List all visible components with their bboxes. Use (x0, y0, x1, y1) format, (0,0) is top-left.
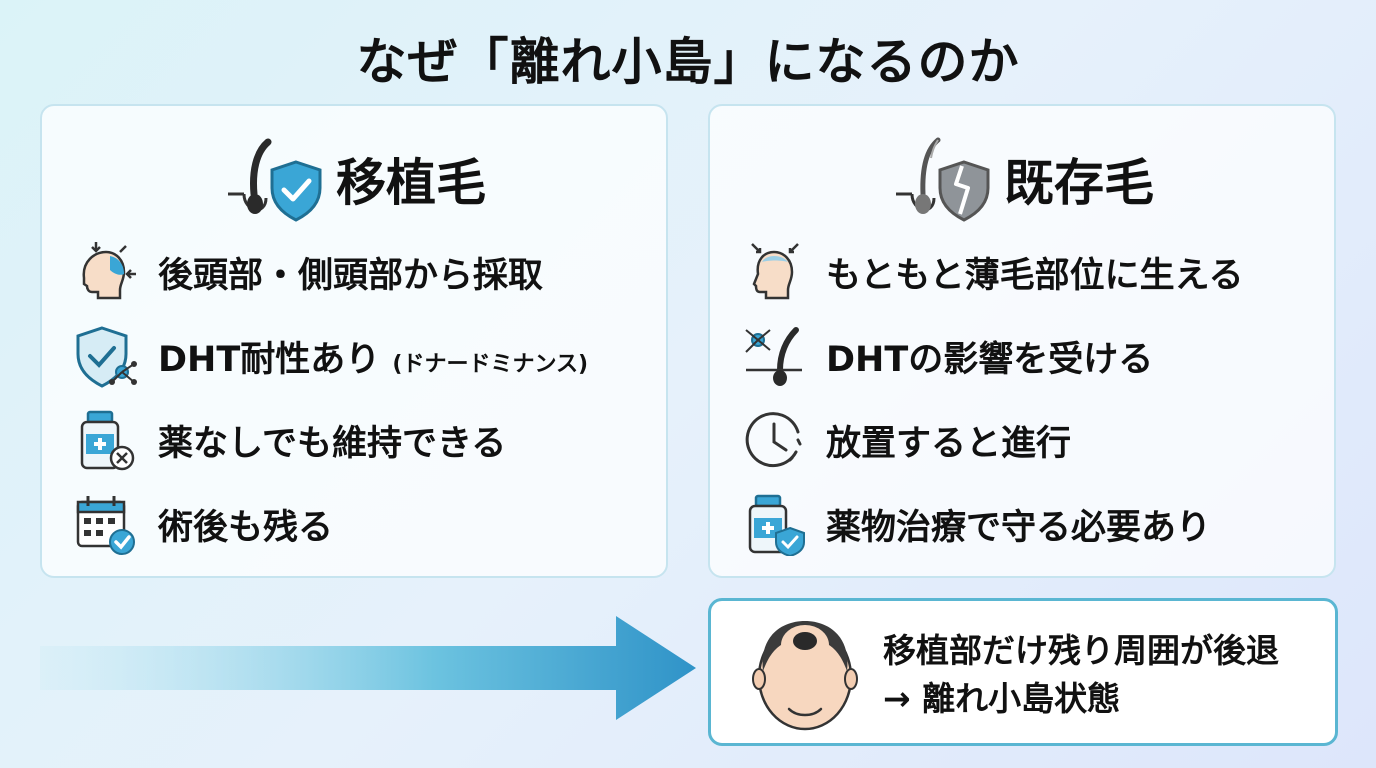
bald-head-island-icon (752, 621, 858, 731)
item-text: もともと薄毛部位に生える (826, 255, 1244, 296)
list-item: 後頭部・側頭部から採取 (74, 230, 656, 314)
transplanted-hair-title: 移植毛 (336, 154, 486, 212)
medicine-bottle-x-icon (80, 410, 135, 471)
transplanted-hair-panel: 移植毛 後頭部・側頭部から採取 (40, 104, 668, 578)
existing-hair-title: 既存毛 (1004, 154, 1154, 212)
right-arrow (40, 616, 696, 720)
item-text: 薬なしでも維持できる (158, 423, 507, 464)
list-item: DHT耐性あり (ドナードミナンス) (74, 314, 656, 398)
existing-hair-panel: 既存毛 もともと薄毛部位に生える DHTの影響を受ける (708, 104, 1336, 578)
list-item: DHTの影響を受ける (742, 314, 1324, 398)
item-text: 術後も残る (158, 507, 334, 548)
list-item: 薬物治療で守る必要あり (742, 482, 1324, 566)
item-text: 薬物治療で守る必要あり (826, 507, 1212, 548)
page-title: なぜ「離れ小島」になるのか (356, 33, 1020, 91)
result-text: 移植部だけ残り周囲が後退 → 離れ小島状態 (883, 627, 1279, 723)
list-item: もともと薄毛部位に生える (742, 230, 1324, 314)
molecule-hair-icon (745, 327, 802, 386)
item-main-text: DHT耐性あり (158, 339, 381, 380)
transplanted-hair-header: 移植毛 (42, 136, 666, 222)
medicine-bottle-shield-icon (748, 494, 805, 556)
list-item: 放置すると進行 (742, 398, 1324, 482)
item-text: DHTの影響を受ける (826, 339, 1154, 380)
item-text: DHT耐性あり (ドナードミナンス) (158, 331, 588, 382)
clock-icon (745, 412, 802, 468)
hair-follicle-shield-check-icon (228, 138, 322, 222)
result-box: 移植部だけ残り周囲が後退 → 離れ小島状態 (708, 598, 1338, 746)
result-line-2: → 離れ小島状態 (883, 679, 1121, 718)
item-text: 後頭部・側頭部から採取 (158, 255, 544, 296)
calendar-check-icon (76, 496, 135, 555)
list-item: 術後も残る (74, 482, 656, 566)
list-item: 薬なしでも維持できる (74, 398, 656, 482)
hair-follicle-broken-shield-icon (896, 137, 990, 222)
thinning-head-icon (751, 243, 799, 300)
shield-molecule-icon (76, 326, 137, 388)
existing-hair-header: 既存毛 (710, 136, 1334, 222)
item-text: 放置すると進行 (826, 423, 1072, 464)
head-back-arrows-icon (82, 242, 136, 300)
result-line-1: 移植部だけ残り周囲が後退 (883, 631, 1279, 670)
item-note: (ドナードミナンス) (392, 351, 589, 377)
